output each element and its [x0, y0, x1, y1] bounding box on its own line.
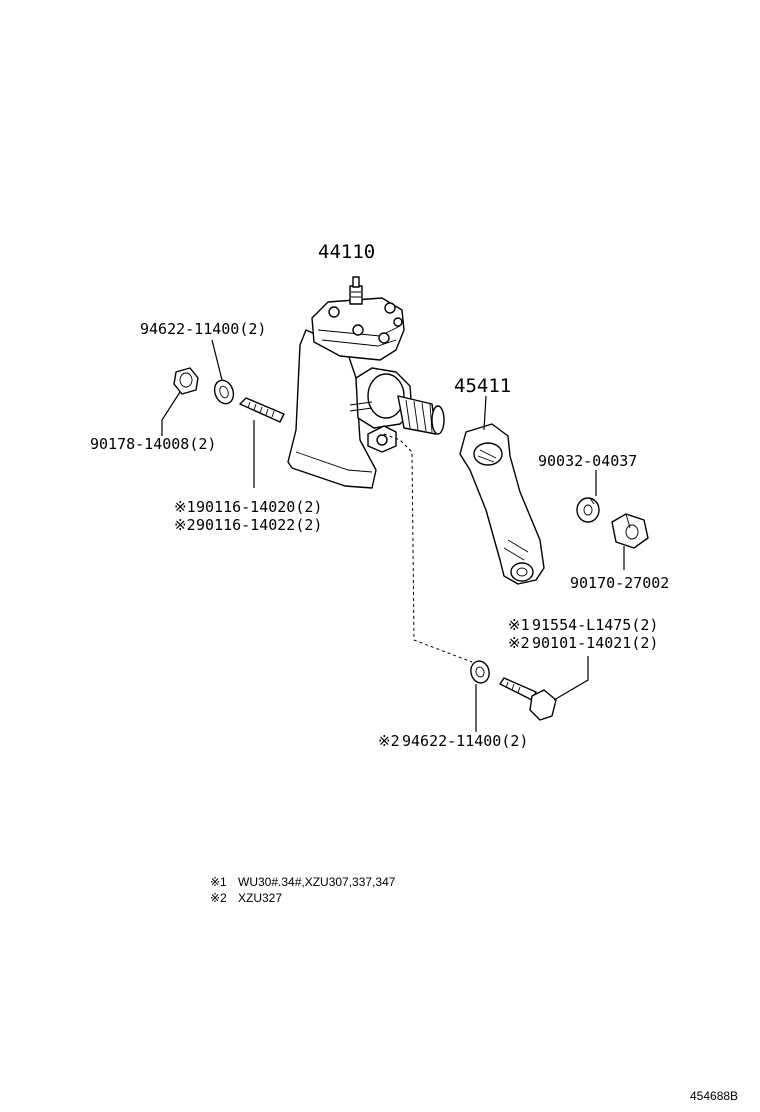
note-text-2: XZU327: [238, 891, 282, 905]
steering-gear-box[interactable]: [287, 276, 445, 489]
part-number-90178-14008: 90178-14008(2): [90, 435, 216, 453]
note-mark-1: ※1: [210, 875, 227, 889]
part-number-45411: 45411: [454, 375, 511, 397]
figure-id: 454688B: [690, 1089, 738, 1103]
washer-top[interactable]: [211, 378, 236, 407]
mounting-bolt[interactable]: [499, 677, 557, 721]
part-number-91554-L1475: 91554-L1475(2): [532, 616, 658, 634]
cap-nut[interactable]: [173, 367, 199, 395]
pitman-arm-nut[interactable]: [611, 513, 649, 549]
note-mark-2: ※2: [210, 891, 227, 905]
pitman-arm[interactable]: [459, 423, 545, 585]
part-number-44110: 44110: [318, 241, 375, 263]
mark-bolt-a: ※1: [508, 616, 530, 634]
part-number-94622-11400-bottom: 94622-11400(2): [402, 732, 528, 750]
stud-bolt[interactable]: [239, 397, 285, 423]
mark-bolt-b: ※2: [508, 634, 530, 652]
mark-washer-bottom: ※2: [378, 732, 400, 750]
part-number-94622-11400-top: 94622-11400(2): [140, 320, 266, 338]
washer-bottom[interactable]: [468, 659, 491, 685]
part-number-90032-04037: 90032-04037: [538, 452, 637, 470]
part-number-90116-14020: 90116-14020(2): [196, 498, 322, 516]
part-number-90101-14021: 90101-14021(2): [532, 634, 658, 652]
part-number-90116-14022: 90116-14022(2): [196, 516, 322, 534]
mark-stud-b: ※2: [174, 516, 196, 534]
part-number-90170-27002: 90170-27002: [570, 574, 669, 592]
note-text-1: WU30#.34#,XZU307,337,347: [238, 875, 396, 889]
lock-washer[interactable]: [576, 497, 600, 523]
mark-stud-a: ※1: [174, 498, 196, 516]
